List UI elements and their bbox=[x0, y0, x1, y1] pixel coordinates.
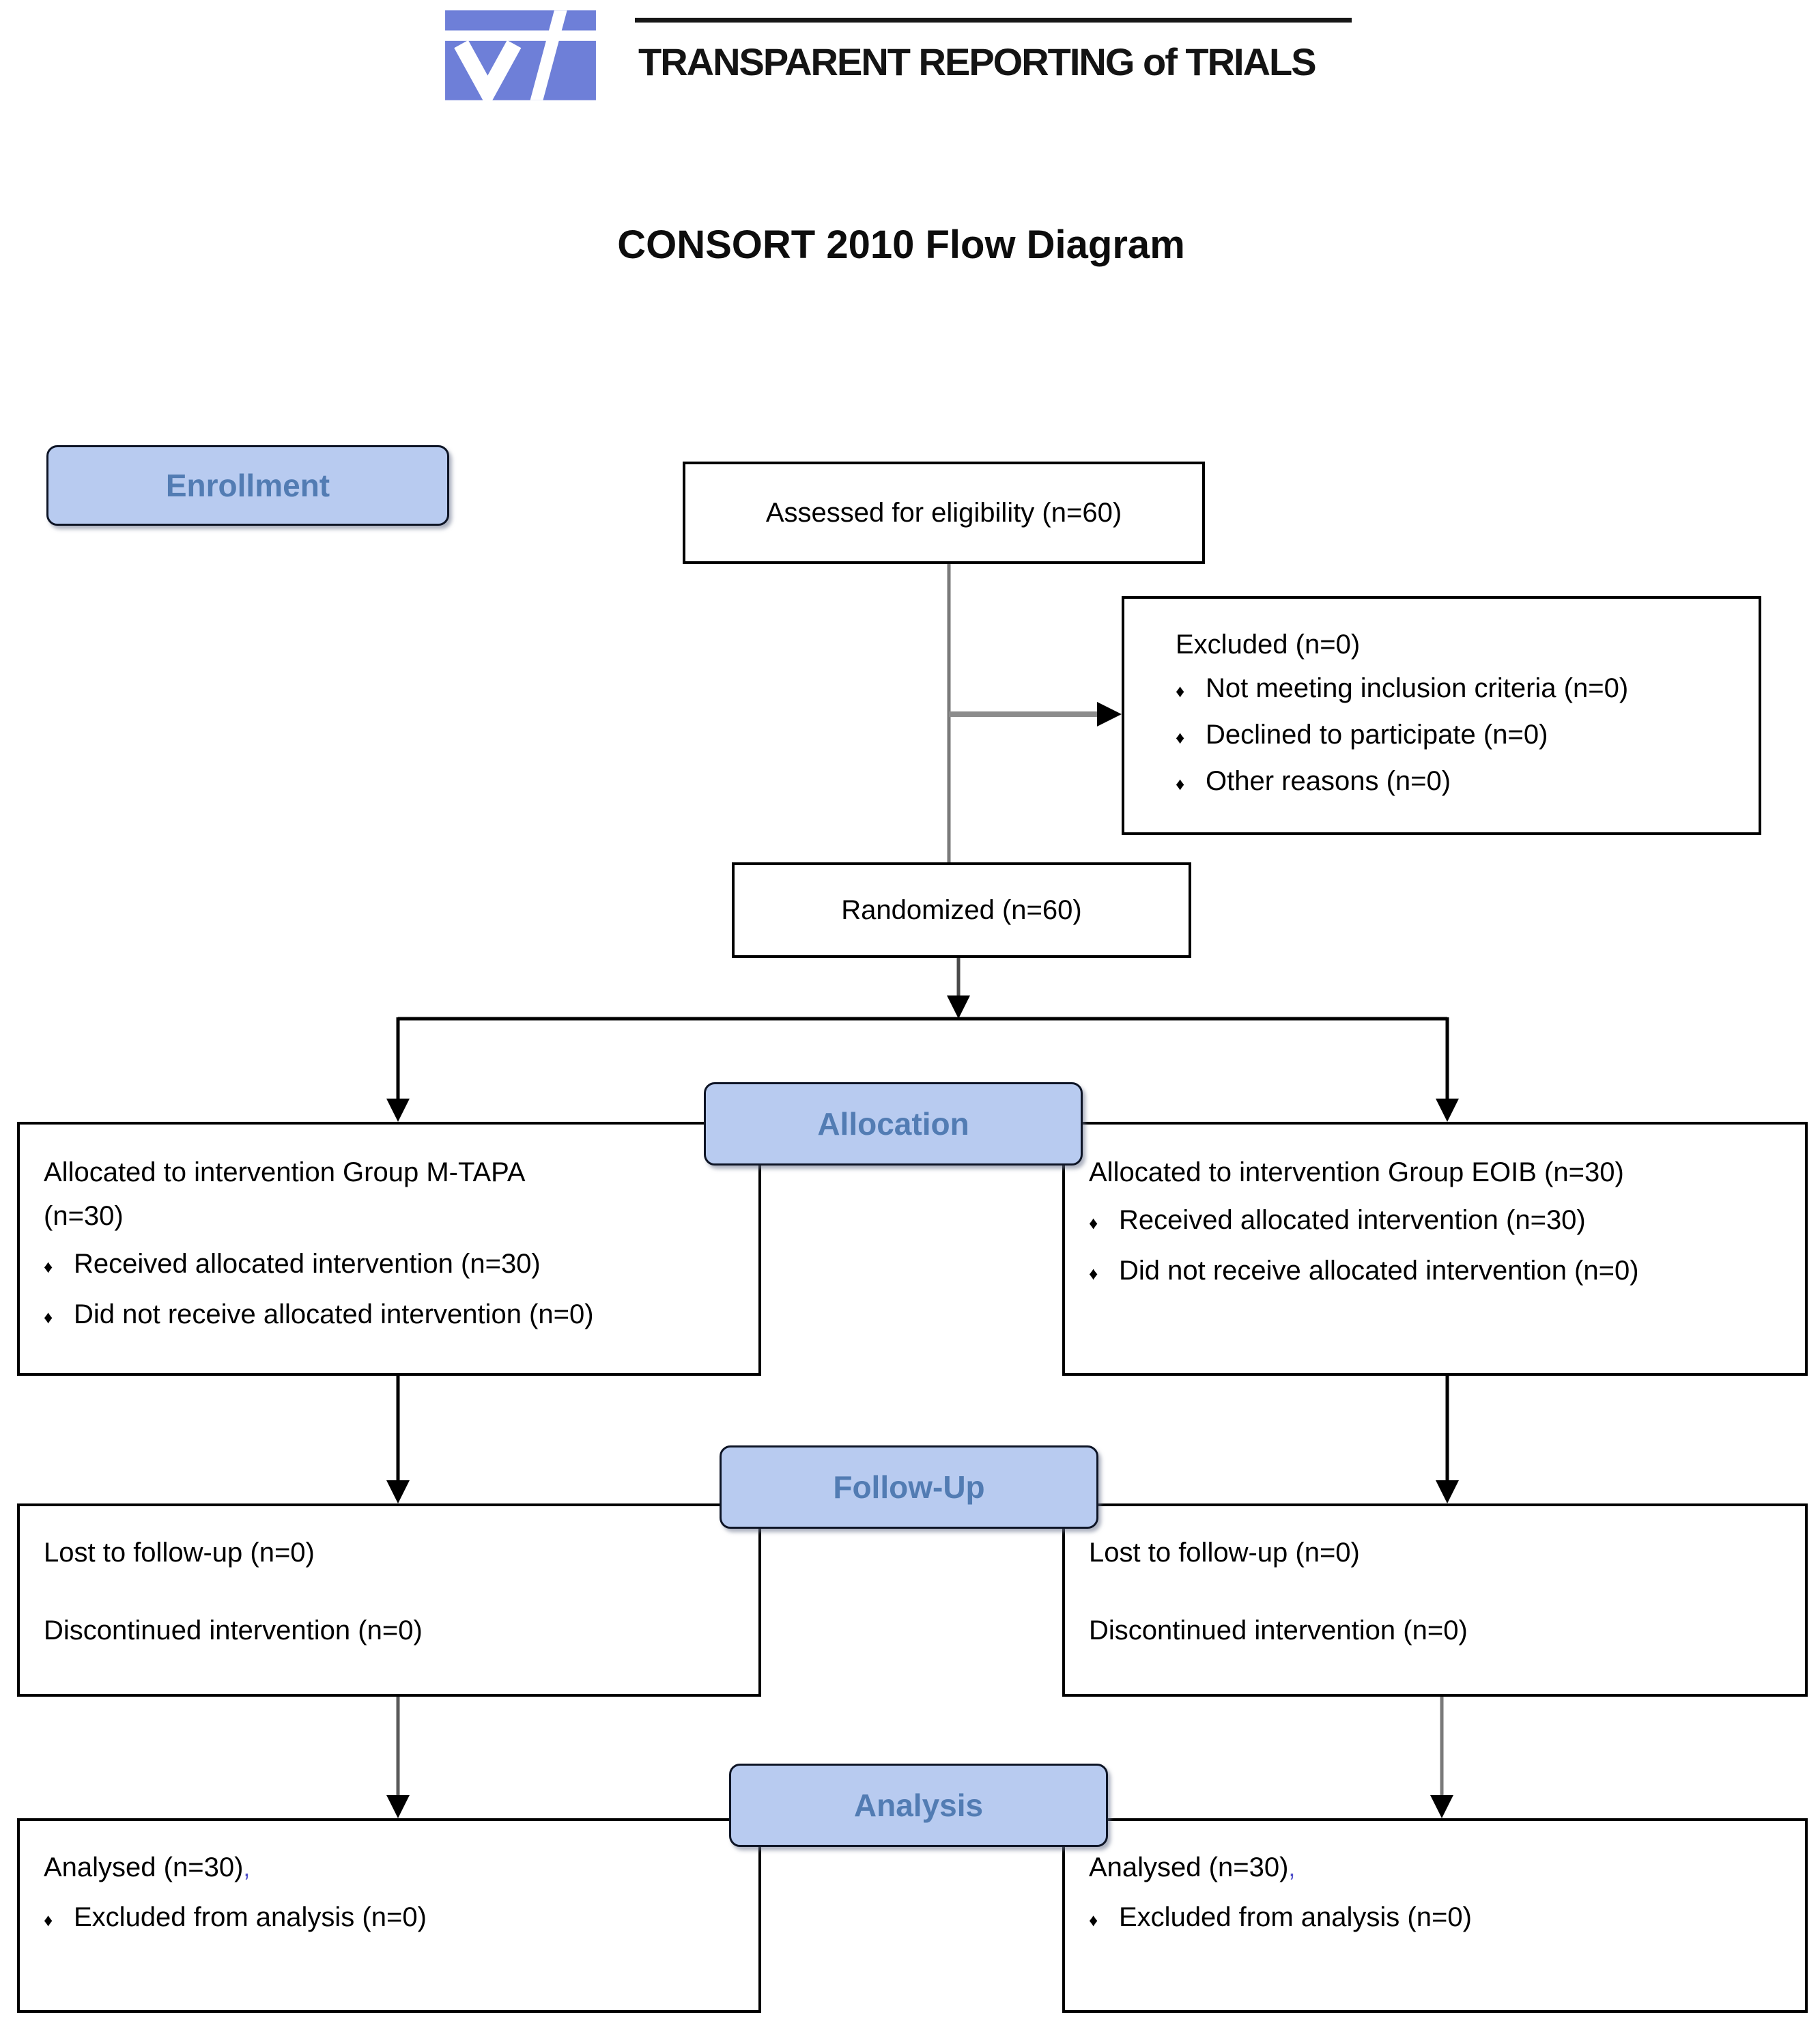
stage-label-analysis: Analysis bbox=[729, 1764, 1108, 1847]
list-item-text: Excluded from analysis (n=0) bbox=[1119, 1902, 1472, 1932]
box-text-line: Discontinued intervention (n=0) bbox=[44, 1615, 423, 1645]
box-title-line: Allocated to intervention Group EOIB (n=… bbox=[1089, 1157, 1624, 1187]
box-text: Assessed for eligibility (n=60) bbox=[765, 498, 1122, 528]
box-title-line: (n=30) bbox=[44, 1201, 124, 1231]
list-item: ♦ Excluded from analysis (n=0) bbox=[1089, 1895, 1791, 1942]
arrowhead-fu-right bbox=[1436, 1480, 1459, 1503]
diamond-bullet-icon: ♦ bbox=[44, 1256, 53, 1277]
box-text-line: Lost to follow-up (n=0) bbox=[1089, 1538, 1360, 1568]
list-item-text: Not meeting inclusion criteria (n=0) bbox=[1206, 673, 1629, 703]
list-item-text: Received allocated intervention (n=30) bbox=[1119, 1205, 1586, 1235]
box-allocation-m-tapa: Allocated to intervention Group M-TAPA (… bbox=[17, 1122, 761, 1376]
box-title: Analysed (n=30), bbox=[44, 1846, 745, 1890]
list-item: ♦ Received allocated intervention (n=30) bbox=[44, 1242, 745, 1288]
box-excluded: Excluded (n=0) ♦ Not meeting inclusion c… bbox=[1122, 596, 1761, 835]
arrowhead-fu-left bbox=[386, 1480, 410, 1503]
stage-label-followup: Follow-Up bbox=[720, 1445, 1098, 1529]
box-assessed-for-eligibility: Assessed for eligibility (n=60) bbox=[683, 462, 1205, 564]
diamond-bullet-icon: ♦ bbox=[1176, 727, 1185, 748]
arrowhead-an-right bbox=[1430, 1795, 1453, 1818]
box-title-text: Analysed (n=30) bbox=[1089, 1852, 1289, 1882]
stage-label-text: Follow-Up bbox=[833, 1469, 985, 1505]
diamond-bullet-icon: ♦ bbox=[44, 1307, 53, 1327]
stage-label-text: Analysis bbox=[853, 1788, 984, 1823]
logo-rule bbox=[635, 18, 1352, 23]
arrowhead-alloc-left bbox=[386, 1099, 410, 1122]
logo-text: TRANSPARENT REPORTING of TRIALS bbox=[638, 40, 1317, 83]
list-item-text: Received allocated intervention (n=30) bbox=[74, 1249, 541, 1279]
list-item-text: Declined to participate (n=0) bbox=[1206, 720, 1548, 750]
box-followup-right: Lost to follow-up (n=0) Discontinued int… bbox=[1062, 1503, 1808, 1697]
box-followup-left: Lost to follow-up (n=0) Discontinued int… bbox=[17, 1503, 761, 1697]
stage-label-text: Allocation bbox=[817, 1106, 969, 1142]
list-item: ♦ Received allocated intervention (n=30) bbox=[1089, 1198, 1791, 1245]
box-analysis-right: Analysed (n=30), ♦ Excluded from analysi… bbox=[1062, 1818, 1808, 2013]
box-analysis-left: Analysed (n=30), ♦ Excluded from analysi… bbox=[17, 1818, 761, 2013]
arrowhead-excluded bbox=[1097, 702, 1122, 726]
box-title: Excluded (n=0) bbox=[1176, 630, 1361, 660]
list-item: ♦ Excluded from analysis (n=0) bbox=[44, 1895, 745, 1942]
diamond-bullet-icon: ♦ bbox=[1089, 1213, 1098, 1233]
stage-label-text: Enrollment bbox=[165, 468, 330, 503]
box-text-line: Lost to follow-up (n=0) bbox=[44, 1538, 315, 1568]
list-item-text: Did not receive allocated intervention (… bbox=[1119, 1256, 1639, 1286]
diamond-bullet-icon: ♦ bbox=[1176, 681, 1185, 701]
box-randomized: Randomized (n=60) bbox=[732, 862, 1191, 958]
list-item: ♦ Not meeting inclusion criteria (n=0) bbox=[1176, 666, 1745, 713]
list-item: ♦ Did not receive allocated intervention… bbox=[44, 1293, 745, 1339]
list-item: ♦ Did not receive allocated intervention… bbox=[1089, 1249, 1791, 1295]
diamond-bullet-icon: ♦ bbox=[1089, 1263, 1098, 1284]
list-item-text: Excluded from analysis (n=0) bbox=[74, 1902, 427, 1932]
box-title-text: Analysed (n=30) bbox=[44, 1852, 244, 1882]
arrowhead-branch bbox=[947, 995, 970, 1019]
list-item-text: Other reasons (n=0) bbox=[1206, 766, 1451, 796]
box-text: Randomized (n=60) bbox=[841, 895, 1082, 925]
stage-label-allocation: Allocation bbox=[704, 1082, 1083, 1166]
diamond-bullet-icon: ♦ bbox=[44, 1910, 53, 1930]
page-title: CONSORT 2010 Flow Diagram bbox=[617, 223, 1185, 267]
box-title-line: Allocated to intervention Group M-TAPA bbox=[44, 1157, 526, 1187]
list-item: ♦ Declined to participate (n=0) bbox=[1176, 713, 1745, 759]
box-text-line: Discontinued intervention (n=0) bbox=[1089, 1615, 1468, 1645]
diamond-bullet-icon: ♦ bbox=[1089, 1910, 1098, 1930]
note-mark: , bbox=[243, 1854, 251, 1882]
trials-logo-icon bbox=[445, 10, 596, 100]
box-allocation-eoib: Allocated to intervention Group EOIB (n=… bbox=[1062, 1122, 1808, 1376]
arrowhead-an-left bbox=[386, 1795, 410, 1818]
box-title: Analysed (n=30), bbox=[1089, 1846, 1791, 1890]
arrowhead-alloc-right bbox=[1436, 1099, 1459, 1122]
stage-label-enrollment: Enrollment bbox=[46, 445, 449, 526]
list-item-text: Did not receive allocated intervention (… bbox=[74, 1299, 594, 1329]
diamond-bullet-icon: ♦ bbox=[1176, 774, 1185, 794]
note-mark: , bbox=[1288, 1854, 1296, 1882]
list-item: ♦ Other reasons (n=0) bbox=[1176, 759, 1745, 806]
